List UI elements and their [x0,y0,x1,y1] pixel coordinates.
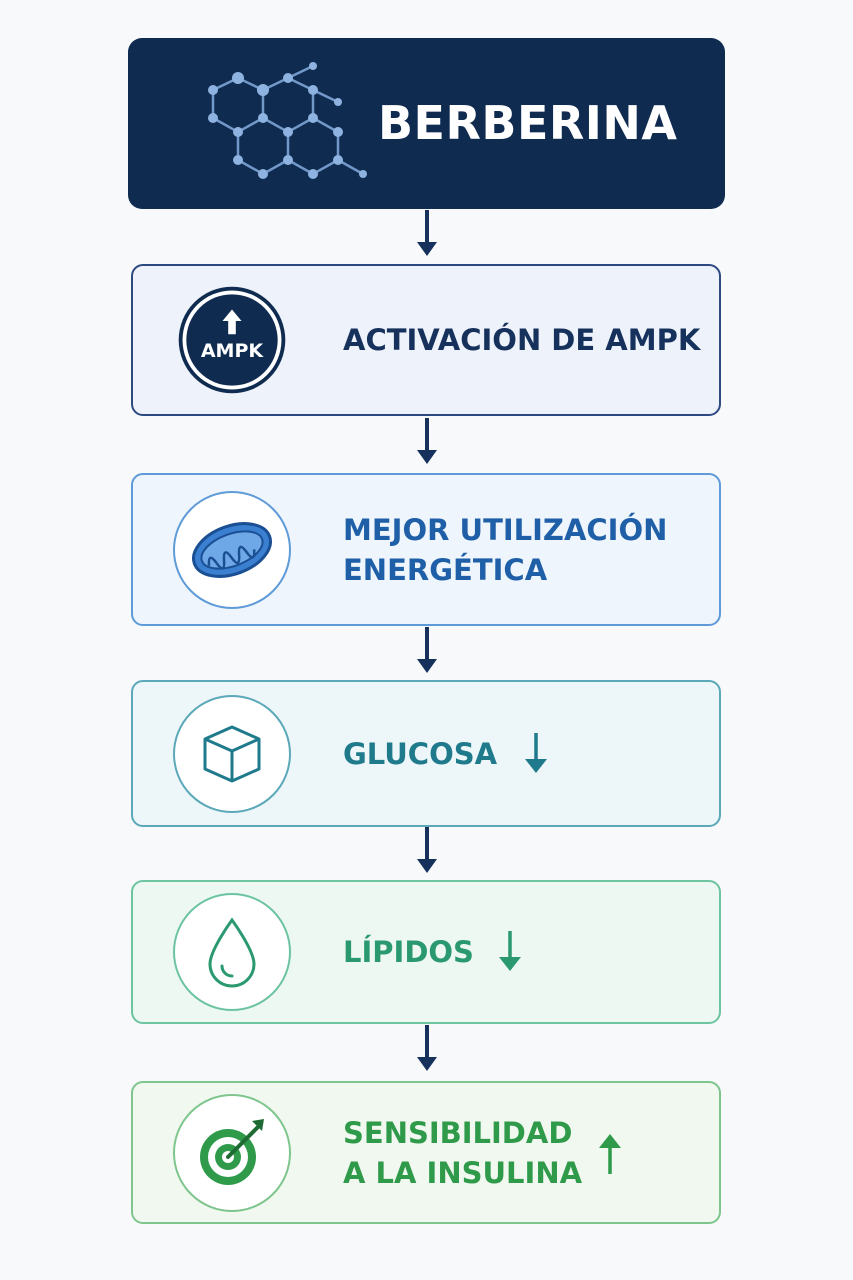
flow-step-label-line: SENSIBILIDAD [343,1115,573,1150]
drop-icon [173,893,291,1011]
flow-step-label: GLUCOSA [343,734,497,774]
trend-down-arrow-icon [521,731,551,781]
flow-step-label-line: ENERGÉTICA [343,552,548,587]
connector-arrow-icon [412,1025,442,1079]
flow-step-box: GLUCOSA [131,680,721,827]
ampk-up-icon: AMPK [173,281,291,399]
trend-down-arrow-icon [495,929,525,979]
flow-step-label: SENSIBILIDAD A LA INSULINA [343,1113,582,1193]
flow-step-label: MEJOR UTILIZACIÓN ENERGÉTICA [343,510,667,590]
connector-arrow-icon [412,210,442,264]
page-title: BERBERINA [378,96,678,150]
flow-step-box: MEJOR UTILIZACIÓN ENERGÉTICA [131,473,721,626]
trend-up-arrow-icon [595,1130,625,1180]
molecule-icon [208,62,367,179]
flow-step-box: SENSIBILIDAD A LA INSULINA [131,1081,721,1224]
target-icon [173,1093,291,1212]
flow-step-box: AMPK ACTIVACIÓN DE AMPK [131,264,721,416]
flow-step-label-line: A LA INSULINA [343,1155,583,1190]
flow-step-label-line: ACTIVACIÓN DE AMPK [343,323,701,357]
flow-step-label-line: MEJOR UTILIZACIÓN [343,512,668,547]
flow-step-box: LÍPIDOS [131,880,721,1024]
flow-step-label: LÍPIDOS [343,932,474,972]
connector-arrow-icon [412,627,442,681]
mitochondria-icon [173,490,291,609]
flow-step-label: ACTIVACIÓN DE AMPK [343,320,700,360]
connector-arrow-icon [412,827,442,881]
flow-step-label-line: LÍPIDOS [343,935,474,969]
header-banner: BERBERINA [128,38,725,209]
ampk-icon-label: AMPK [201,340,265,362]
cube-icon [173,694,291,813]
flow-step-label-line: GLUCOSA [343,736,498,771]
connector-arrow-icon [412,418,442,472]
